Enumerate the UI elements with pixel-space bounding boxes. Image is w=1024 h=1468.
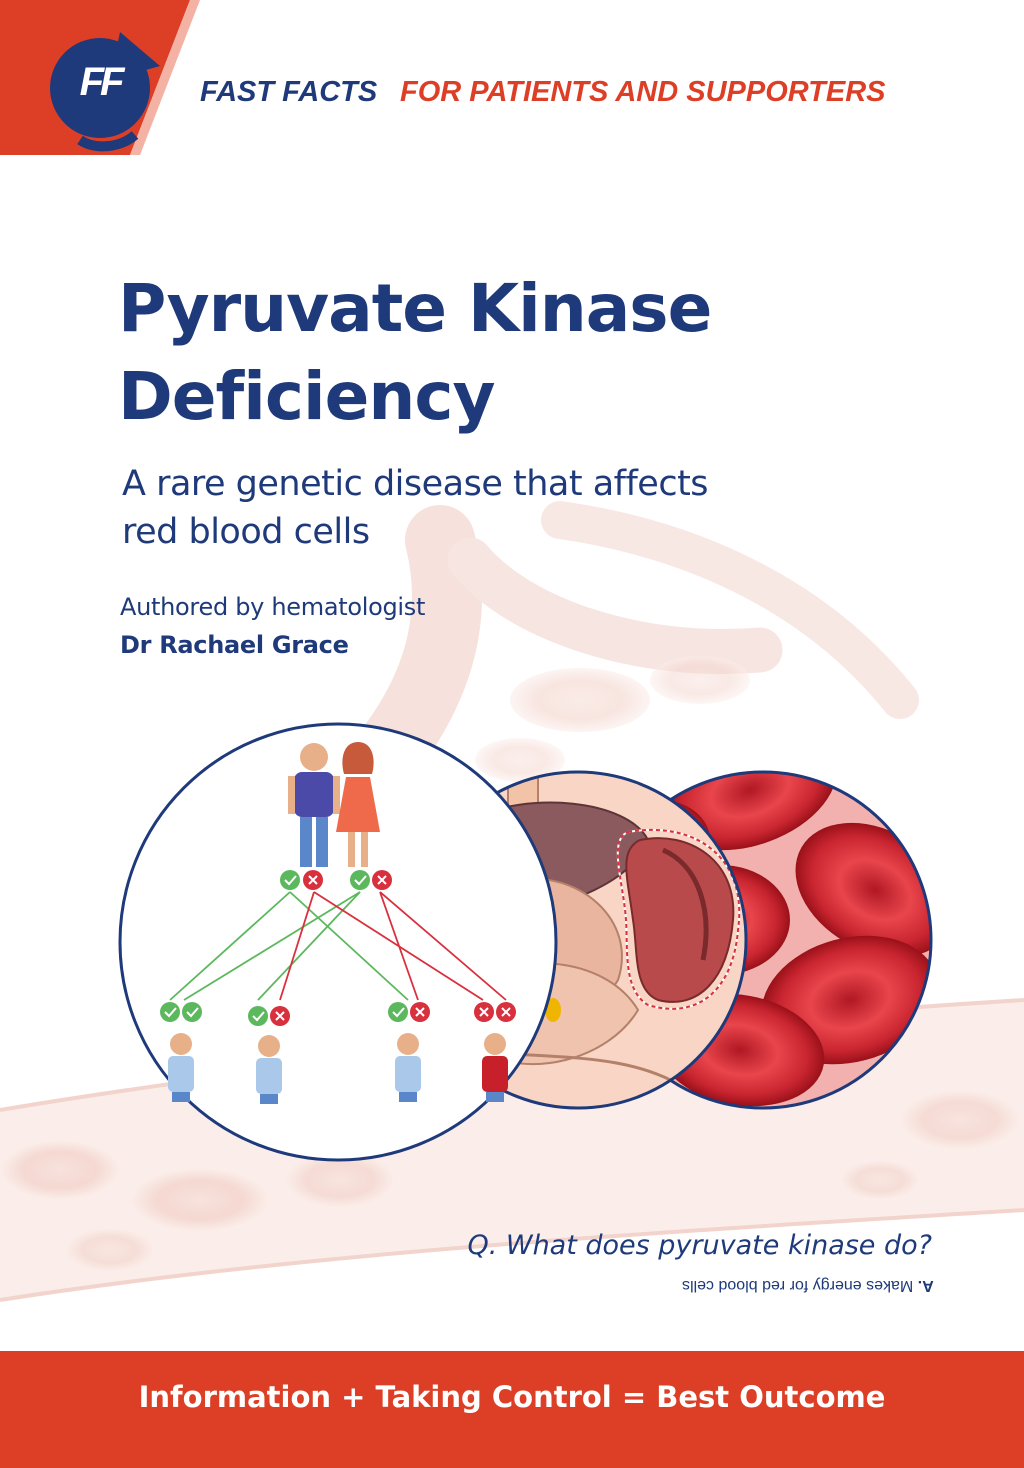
child-3-figure	[395, 1033, 421, 1102]
child-2-figure	[256, 1035, 282, 1104]
title-line-2: Deficiency	[118, 358, 496, 435]
quiz-question: Q. What does pyruvate kinase do?	[467, 1230, 932, 1261]
tagline: Information + Taking Control = Best Outc…	[138, 1380, 886, 1414]
series-logo-badge	[0, 0, 200, 155]
mother-figure	[336, 742, 380, 867]
father-allele-markers	[280, 870, 323, 890]
child-1-allele-markers	[160, 1002, 202, 1022]
series-brand-secondary: FOR PATIENTS AND SUPPORTERS	[400, 76, 886, 108]
quiz-answer-text: Makes energy for red blood cells	[682, 1277, 914, 1294]
quiz-answer-label: A.	[918, 1277, 934, 1294]
child-4-figure	[482, 1033, 508, 1102]
title-line-1: Pyruvate Kinase	[118, 270, 712, 347]
child-1-figure	[168, 1033, 194, 1102]
child-4-allele-markers	[474, 1002, 516, 1022]
series-brand-primary: FAST FACTS	[200, 76, 378, 108]
quiz-answer-upside-down: A. Makes energy for red blood cells	[682, 1276, 934, 1294]
inheritance-pedigree-illustration	[118, 722, 558, 1162]
mother-allele-markers	[350, 870, 392, 890]
inheritance-lines	[169, 891, 507, 1001]
authored-by-label: Authored by hematologist	[120, 593, 426, 621]
subtitle-line-1: A rare genetic disease that affects	[122, 464, 709, 504]
logo-letters: FF	[79, 60, 125, 104]
subtitle-line-2: red blood cells	[122, 512, 370, 552]
child-3-allele-markers	[388, 1002, 430, 1022]
author-name: Dr Rachael Grace	[120, 631, 349, 659]
father-figure	[288, 743, 340, 867]
child-2-allele-markers	[248, 1006, 290, 1026]
footer-band	[0, 1351, 1024, 1468]
